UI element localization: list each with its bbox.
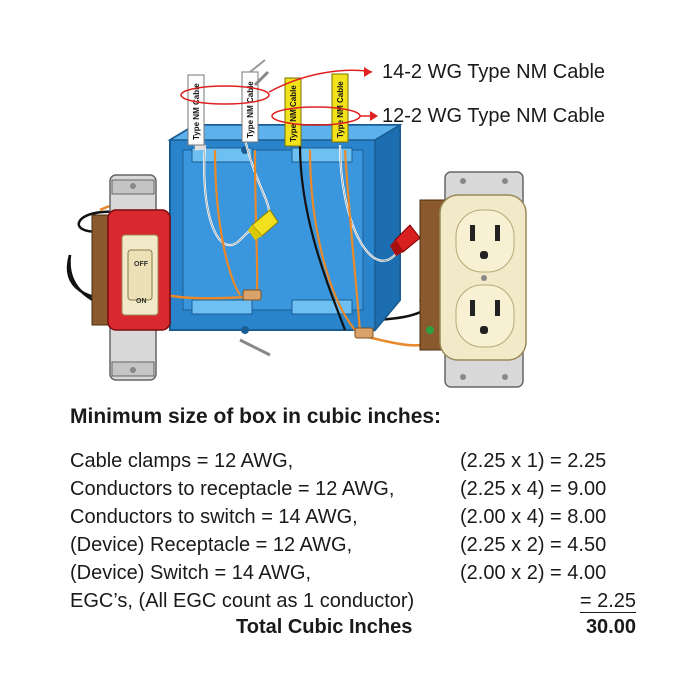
slot-icon bbox=[470, 225, 475, 241]
ground-hole-icon bbox=[480, 326, 488, 334]
row-description: (Device) Switch = 14 AWG, bbox=[70, 562, 311, 584]
cable-sheath-label: Type NM Cable bbox=[289, 85, 298, 142]
slot-icon bbox=[495, 225, 500, 241]
switch-off-label: OFF bbox=[134, 261, 149, 268]
row-calculation: (2.00 x 2) = 4.00 bbox=[460, 562, 607, 584]
row-calculation: (2.00 x 4) = 8.00 bbox=[460, 506, 607, 528]
callout-12-2 bbox=[271, 106, 378, 126]
row-description: Conductors to receptacle = 12 AWG, bbox=[70, 478, 395, 500]
callout-12-2-label: 12-2 WG Type NM Cable bbox=[382, 105, 605, 127]
table-row: Conductors to switch = 14 AWG, (2.00 x 4… bbox=[70, 506, 636, 534]
cable-14-2-left: Type NM Cable bbox=[187, 74, 206, 151]
row-calculation: (2.25 x 1) = 2.25 bbox=[460, 450, 607, 472]
row-calculation: (2.25 x 4) = 9.00 bbox=[460, 478, 607, 500]
yellow-wirenut-icon bbox=[248, 209, 279, 240]
slot-icon bbox=[470, 300, 475, 316]
wiring-diagram: Type NM Cable Type NM Cable Type NM Cabl… bbox=[66, 59, 605, 388]
cable-14-2-right: Type NM Cable bbox=[241, 59, 266, 143]
table-row: Conductors to receptacle = 12 AWG, (2.25… bbox=[70, 478, 636, 506]
ground-hole-icon bbox=[480, 251, 488, 259]
table-row: EGC’s, (All EGC count as 1 conductor) = … bbox=[70, 590, 636, 618]
crimp-sleeve-icon bbox=[242, 289, 262, 301]
table-row: Cable clamps = 12 AWG, (2.25 x 1) = 2.25 bbox=[70, 450, 636, 478]
row-amount: = 2.25 bbox=[579, 590, 636, 613]
clamp-screw-icon bbox=[253, 70, 270, 87]
row-description: Cable clamps = 12 AWG, bbox=[70, 450, 294, 472]
crimp-sleeve-icon bbox=[354, 327, 374, 339]
callout-14-2 bbox=[180, 67, 373, 105]
cable-sheath-label: Type NM Cable bbox=[246, 81, 255, 138]
cable-12-2-left: Type NM Cable bbox=[284, 77, 302, 147]
total-value: 30.00 bbox=[585, 616, 636, 638]
switch-device: OFF ON bbox=[91, 174, 171, 381]
row-description: Conductors to switch = 14 AWG, bbox=[70, 506, 358, 528]
clamp-screw-icon bbox=[239, 338, 271, 357]
total-row: Total Cubic Inches 30.00 bbox=[70, 616, 636, 644]
table-heading: Minimum size of box in cubic inches: bbox=[70, 405, 442, 428]
switch-on-label: ON bbox=[136, 298, 147, 305]
cable-sheath-label: Type NM Cable bbox=[192, 83, 201, 140]
row-calculation: (2.25 x 2) = 4.50 bbox=[460, 534, 607, 556]
row-description: (Device) Receptacle = 12 AWG, bbox=[70, 534, 353, 556]
row-description: EGC’s, (All EGC count as 1 conductor) bbox=[70, 590, 415, 612]
callout-14-2-label: 14-2 WG Type NM Cable bbox=[382, 61, 605, 83]
table-row: (Device) Switch = 14 AWG, (2.00 x 2) = 4… bbox=[70, 562, 636, 590]
cable-sheath-label: Type NM Cable bbox=[336, 81, 345, 138]
receptacle-device bbox=[419, 171, 527, 388]
slot-icon bbox=[495, 300, 500, 316]
total-label: Total Cubic Inches bbox=[236, 616, 413, 638]
table-row: (Device) Receptacle = 12 AWG, (2.25 x 2)… bbox=[70, 534, 636, 562]
